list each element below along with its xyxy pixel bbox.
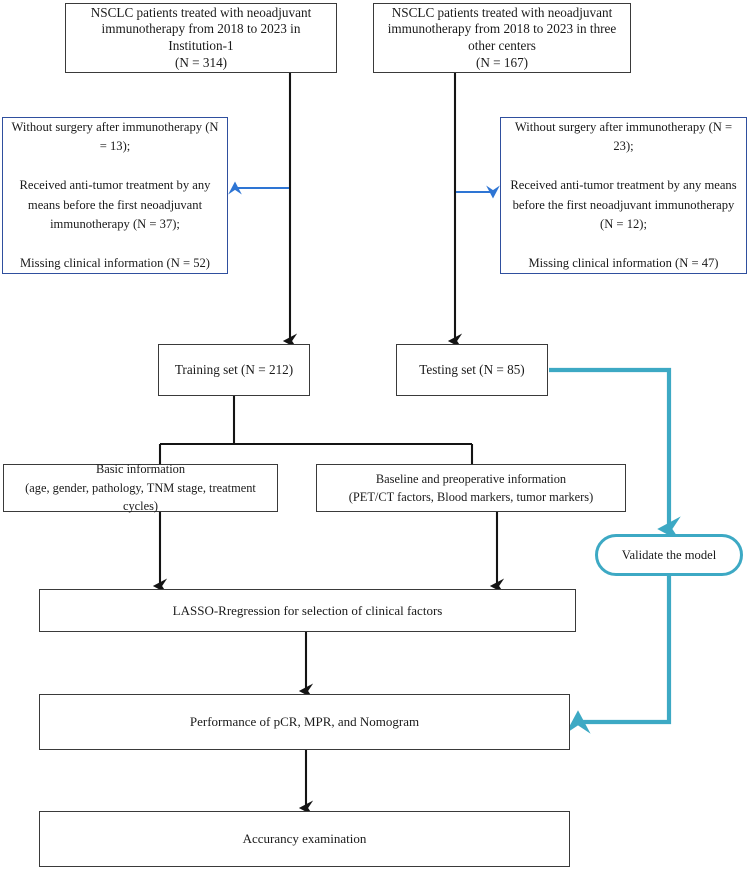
node-exclusion-criteria-right-label: Without surgery after immunotherapy (N =… <box>510 119 737 271</box>
node-testing-set-label: Testing set (N = 85) <box>419 362 525 377</box>
node-source-other-centers-label: NSCLC patients treated with neoadjuvant … <box>387 4 617 70</box>
node-training-set: Training set (N = 212) <box>158 344 310 396</box>
node-source-institution-1: NSCLC patients treated with neoadjuvant … <box>65 3 337 73</box>
node-validate-the-model-label: Validate the model <box>621 547 717 562</box>
node-validate-the-model: Validate the model <box>595 534 743 576</box>
node-basic-information: Basic information (age, gender, patholog… <box>3 462 278 513</box>
node-baseline-information-label: Baseline and preoperative information (P… <box>348 471 594 505</box>
node-lasso-regression-label: LASSO-Rregression for selection of clini… <box>172 602 443 618</box>
node-testing-set: Testing set (N = 85) <box>396 344 548 396</box>
node-baseline-information: Baseline and preoperative information (P… <box>316 464 626 512</box>
node-source-other-centers: NSCLC patients treated with neoadjuvant … <box>373 3 631 73</box>
node-exclusion-criteria-left-label: Without surgery after immunotherapy (N =… <box>11 119 219 271</box>
node-exclusion-criteria-right: Without surgery after immunotherapy (N =… <box>500 117 747 274</box>
edge-validate-to-performance <box>565 576 672 734</box>
node-basic-information-label: Basic information (age, gender, patholog… <box>25 462 256 514</box>
node-training-set-label: Training set (N = 212) <box>174 362 294 377</box>
node-accuracy-examination-label: Accurancy examination <box>242 831 367 846</box>
node-exclusion-criteria-left: Without surgery after immunotherapy (N =… <box>2 117 228 274</box>
node-source-institution-1-label: NSCLC patients treated with neoadjuvant … <box>90 4 312 70</box>
node-performance-label: Performance of pCR, MPR, and Nomogram <box>189 714 420 729</box>
node-performance: Performance of pCR, MPR, and Nomogram <box>39 694 570 750</box>
node-accuracy-examination: Accurancy examination <box>39 811 570 867</box>
node-lasso-regression: LASSO-Rregression for selection of clini… <box>39 589 576 632</box>
